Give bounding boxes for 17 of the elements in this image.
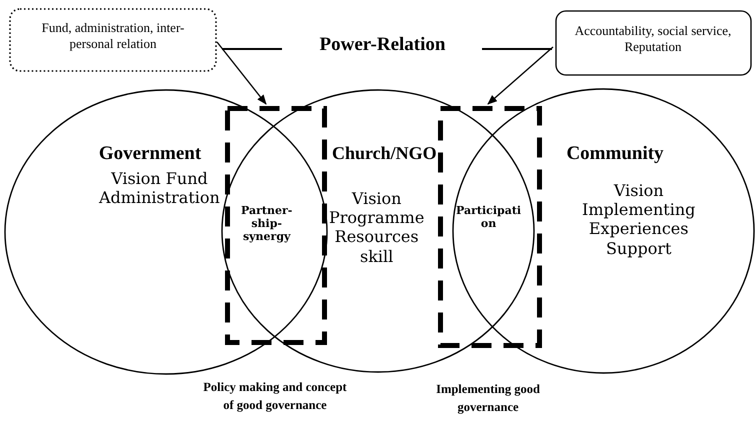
callout-text: Accountability, social service, Reputation <box>574 23 732 54</box>
title-text: Power-Relation <box>318 34 446 57</box>
item-list: Vision Implementing Experiences Support <box>582 181 696 258</box>
item-list: Vision Fund Administration <box>99 169 220 208</box>
overlap-label: Partner- ship- synergy <box>241 204 292 244</box>
caption-text: Implementing good governance <box>435 381 541 416</box>
circle-heading: Community <box>565 143 665 166</box>
arrow <box>216 42 267 105</box>
circle-heading: Church/NGO <box>332 143 436 165</box>
item-list: Vision Programme Resources skill <box>329 189 424 266</box>
circle-heading: Government <box>98 143 202 166</box>
arrow <box>487 46 554 105</box>
connector-line <box>482 48 552 50</box>
callout-text: Fund, administration, inter-personal relation <box>40 20 186 52</box>
caption-text: Policy making and concept of good governance <box>202 379 348 414</box>
overlap-label: Participati on <box>456 204 522 230</box>
connector-line <box>222 48 282 50</box>
